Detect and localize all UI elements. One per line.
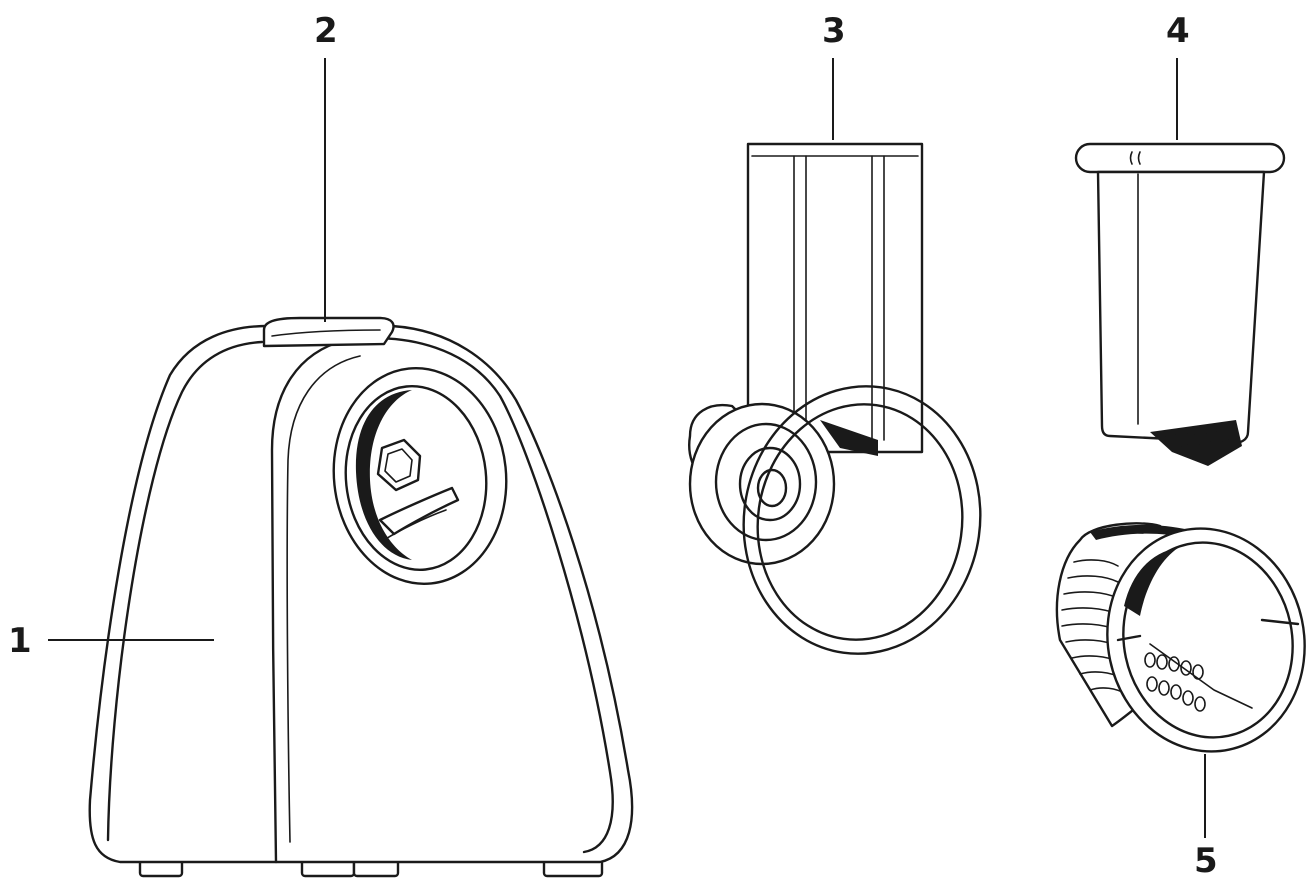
pusher-base-tab xyxy=(1165,431,1229,447)
outlet-lock-slot-inner xyxy=(383,509,447,541)
chute-drum-opening-inner xyxy=(756,403,964,641)
callout-number-5: 5 xyxy=(1194,841,1218,881)
feed-chute-housing xyxy=(688,142,982,655)
grater-drum xyxy=(1055,522,1306,753)
pusher-body xyxy=(1096,170,1266,444)
drum-blade-plate xyxy=(1149,643,1253,709)
drive-outlet-shadow xyxy=(355,390,412,560)
chute-body xyxy=(746,142,924,454)
drum-grating-holes xyxy=(1144,652,1206,712)
chute-drum-opening-outer xyxy=(742,385,982,655)
hex-drive-shaft xyxy=(376,438,422,492)
callout-number-3: 3 xyxy=(822,11,846,51)
release-button-lip xyxy=(271,329,381,337)
callout-number-1: 1 xyxy=(8,621,32,661)
drum-pin-right xyxy=(1260,618,1300,626)
drum-pin-left xyxy=(1116,634,1142,642)
chute-hub-axle xyxy=(756,468,788,508)
motor-base-unit xyxy=(88,316,634,878)
callout-number-4: 4 xyxy=(1166,11,1190,51)
hex-drive-shaft-core xyxy=(384,448,413,483)
chute-throat-shadow xyxy=(820,420,878,456)
callout-number-2: 2 xyxy=(314,11,338,51)
housing-front-inner-edge xyxy=(286,355,361,843)
drum-inner-shadow xyxy=(1124,548,1178,616)
release-button xyxy=(262,316,395,348)
housing-side-seam xyxy=(106,340,264,842)
pusher-cap xyxy=(1074,142,1286,174)
housing-front-panel xyxy=(270,336,614,864)
food-pusher xyxy=(1074,142,1286,466)
drum-top-edge xyxy=(1090,524,1232,552)
pusher-base-shadow xyxy=(1150,420,1242,466)
pusher-mark xyxy=(1129,151,1141,165)
